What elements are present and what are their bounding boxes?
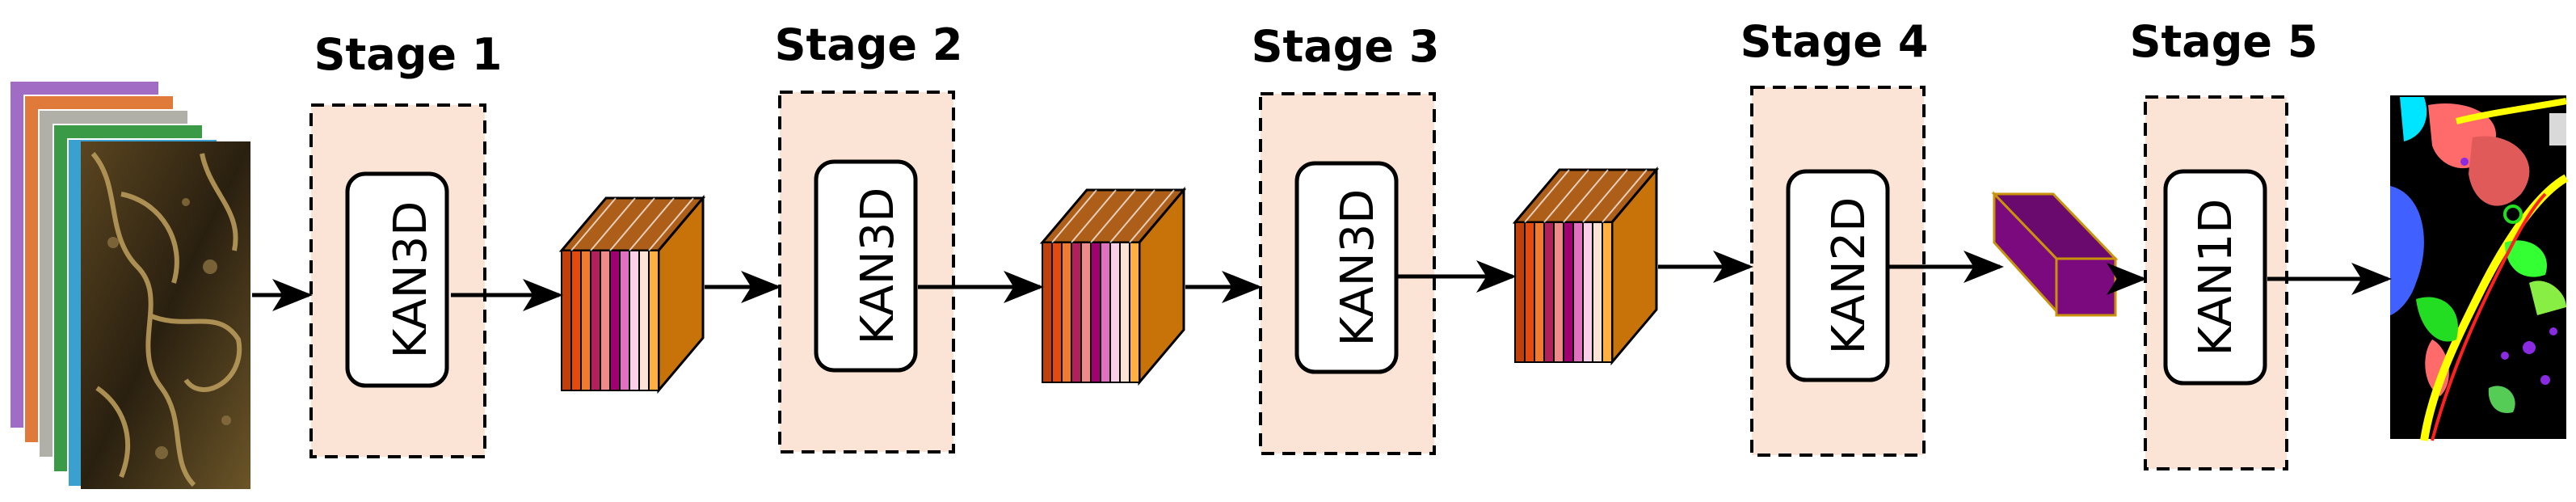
input-hsi-front-layer bbox=[81, 141, 250, 489]
kan-block-label: KAN1D bbox=[2190, 199, 2242, 356]
feature-cubes bbox=[558, 166, 1660, 394]
stage-title: Stage 1 bbox=[314, 29, 503, 80]
stage-boxes: Stage 1 KAN3D Stage 2 KAN3D Stage 3 KAN3… bbox=[309, 16, 2318, 470]
stage-title: Stage 3 bbox=[1252, 21, 1440, 72]
kan-block bbox=[1786, 169, 1890, 382]
stage-3: Stage 3 KAN3D bbox=[1252, 21, 1440, 455]
kan-block-label: KAN3D bbox=[1332, 189, 1384, 347]
kan-block-label: KAN3D bbox=[385, 201, 437, 359]
kan-block bbox=[2163, 169, 2267, 386]
stage-1: Stage 1 KAN3D bbox=[309, 29, 503, 458]
output-classification-map bbox=[2390, 95, 2569, 441]
stage-title: Stage 2 bbox=[775, 19, 963, 70]
kan-block bbox=[1294, 161, 1399, 374]
kan-block bbox=[345, 171, 449, 388]
connector-arrows bbox=[252, 251, 2392, 311]
stage-2: Stage 2 KAN3D bbox=[775, 19, 963, 453]
stage-5: Stage 5 KAN1D bbox=[2130, 16, 2318, 470]
kan-block-label: KAN3D bbox=[852, 188, 904, 345]
kan-block-label: KAN2D bbox=[1823, 197, 1875, 355]
feature-cube-icon bbox=[558, 194, 706, 394]
stage-4: Stage 4 KAN2D bbox=[1740, 16, 1929, 457]
feature-prism-icon bbox=[1991, 191, 2119, 317]
input-hyperspectral-stack bbox=[9, 80, 250, 489]
stage-title: Stage 5 bbox=[2130, 16, 2318, 67]
stage-title: Stage 4 bbox=[1740, 16, 1929, 67]
feature-cube-icon bbox=[1039, 186, 1187, 386]
kan-block bbox=[814, 159, 918, 373]
feature-cube-icon bbox=[1512, 166, 1660, 366]
